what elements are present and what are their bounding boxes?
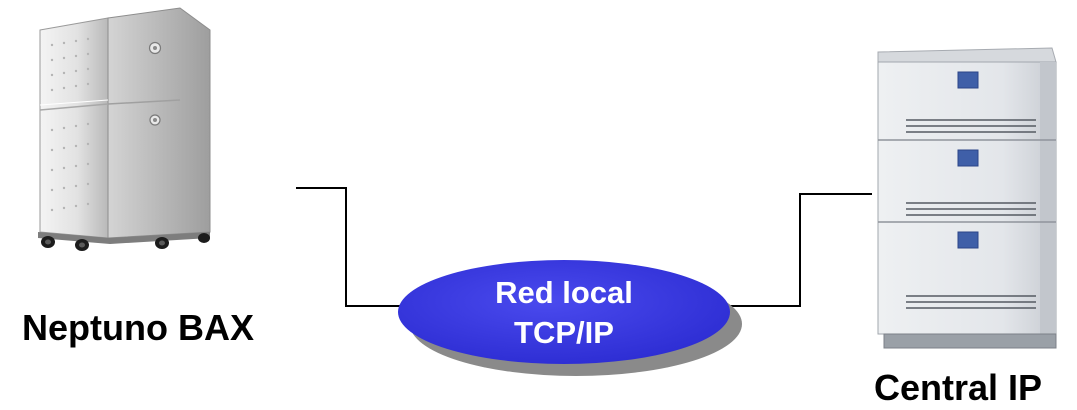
server-tower-icon: [38, 7, 211, 251]
connector-right: [722, 193, 872, 307]
pbx-label: Central IP: [874, 367, 1042, 408]
network-ellipse-shape: [398, 260, 730, 364]
pbx-cabinet-icon: [877, 47, 1057, 349]
network-label-line1: Red local: [495, 275, 633, 310]
connector-left: [296, 187, 410, 307]
network-label-line2: TCP/IP: [514, 315, 614, 350]
server-label: Neptuno BAX: [22, 307, 254, 348]
network-ellipse: Red local TCP/IP: [398, 260, 742, 376]
